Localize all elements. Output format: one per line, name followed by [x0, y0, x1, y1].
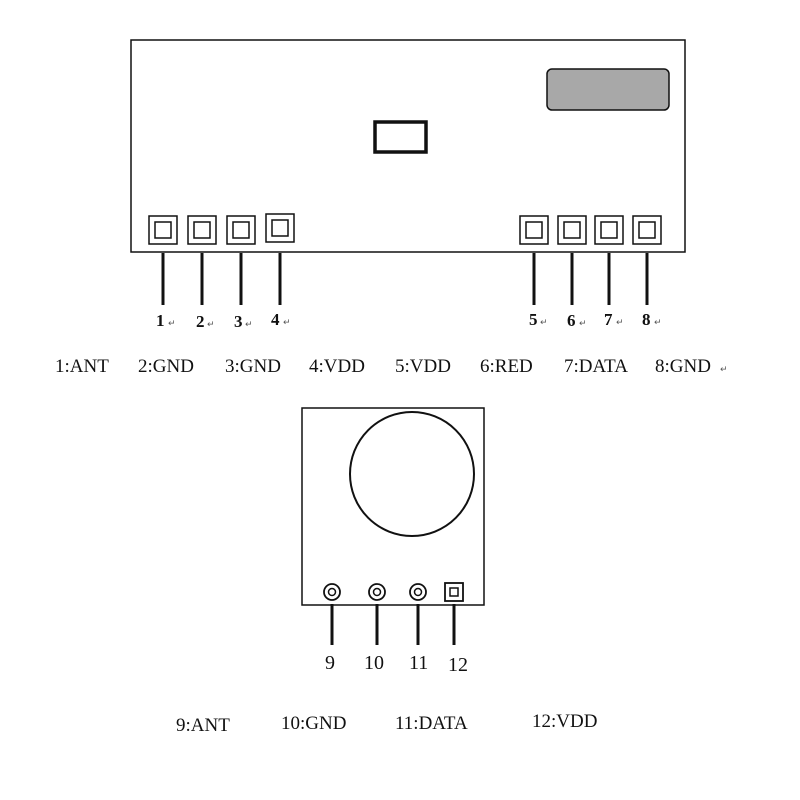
pad-11 [409, 583, 427, 601]
pad-12 [444, 582, 464, 602]
pin-number-7: 7 [604, 310, 613, 329]
pin-number-10: 10 [364, 652, 384, 674]
transmitter-board-outline [301, 407, 485, 606]
return-mark: ↵ [207, 320, 215, 330]
receiver-pin-legend: 1:ANT 2:GND 3:GND 4:VDD 5:VDD 6:RED 7:DA… [55, 356, 728, 377]
pad-10 [368, 583, 386, 601]
pin-number-4: 4 [271, 310, 280, 329]
pin-number-11: 11 [409, 652, 428, 674]
pin-number-8: 8 [642, 310, 651, 329]
transmitter-module: 9 10 11 12 [301, 407, 485, 676]
return-mark: ↵ [654, 318, 662, 328]
legend-item-5: 5:VDD [395, 356, 451, 377]
return-mark: ↵ [579, 319, 587, 329]
legend-item-2: 2:GND [138, 356, 194, 377]
pin-number-5: 5 [529, 310, 538, 329]
pad-1 [148, 215, 178, 245]
legend-item-12: 12:VDD [532, 711, 597, 732]
return-mark: ↵ [616, 318, 624, 328]
legend-item-7: 7:DATA [564, 356, 628, 377]
legend-item-1: 1:ANT [55, 356, 109, 377]
pad-5 [519, 215, 549, 245]
pin-number-12: 12 [448, 654, 468, 676]
return-mark: ↵ [168, 319, 176, 329]
pin-number-9: 9 [325, 652, 335, 674]
return-mark: ↵ [283, 318, 291, 328]
transmitter-round-component [349, 411, 475, 537]
legend-item-9: 9:ANT [176, 715, 230, 736]
return-mark: ↵ [245, 320, 253, 330]
legend-item-6: 6:RED [480, 356, 533, 377]
pad-8 [632, 215, 662, 245]
pad-2 [187, 215, 217, 245]
legend-item-10: 10:GND [281, 713, 346, 734]
return-mark: ↵ [720, 365, 728, 375]
legend-item-11: 11:DATA [395, 713, 468, 734]
legend-item-3: 3:GND [225, 356, 281, 377]
pad-4 [265, 213, 295, 243]
pin-number-6: 6 [567, 311, 576, 330]
legend-item-4: 4:VDD [309, 356, 365, 377]
return-mark: ↵ [540, 318, 548, 328]
pad-3 [226, 215, 256, 245]
legend-item-8: 8:GND [655, 356, 711, 377]
receiver-module: 1 ↵ 2 ↵ 3 ↵ 4 ↵ 5 ↵ 6 ↵ 7 ↵ 8 ↵ [130, 39, 686, 331]
pin-number-2: 2 [196, 312, 205, 331]
receiver-label-area [546, 68, 670, 111]
pad-7 [594, 215, 624, 245]
transmitter-pin-legend: 9:ANT 10:GND 11:DATA 12:VDD [176, 711, 597, 736]
receiver-component-chip [373, 120, 428, 154]
pad-9 [323, 583, 341, 601]
pad-6 [557, 215, 587, 245]
pin-number-3: 3 [234, 312, 243, 331]
pin-number-1: 1 [156, 311, 165, 330]
